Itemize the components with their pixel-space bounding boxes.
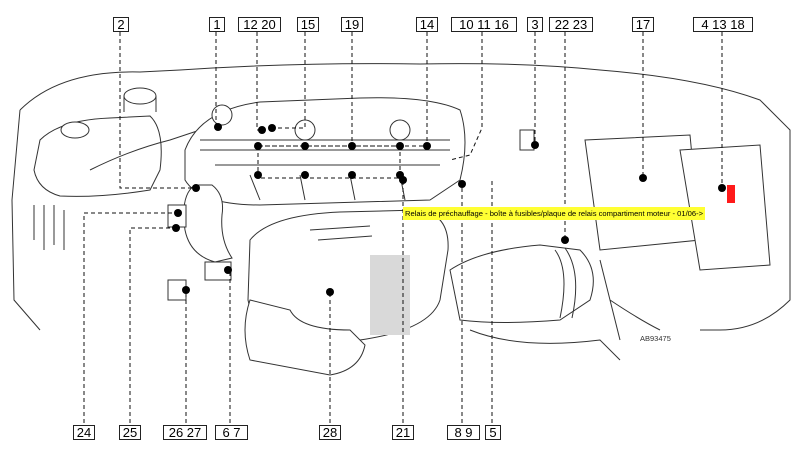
callout-22-23[interactable]: 22 23: [549, 17, 593, 32]
callout-24[interactable]: 24: [73, 425, 95, 440]
leader-15: [272, 32, 306, 129]
callout-26-27[interactable]: 26 27: [163, 425, 207, 440]
callout-19[interactable]: 19: [341, 17, 363, 32]
callout-8-9[interactable]: 8 9: [447, 425, 480, 440]
coolant-reservoir: [33, 115, 162, 197]
callout-dots: [172, 123, 726, 296]
leader-24: [83, 212, 178, 423]
callout-10-11-16[interactable]: 10 11 16: [451, 17, 517, 32]
hood-outline: [19, 63, 791, 331]
callout-5[interactable]: 5: [485, 425, 501, 440]
callout-1[interactable]: 1: [209, 17, 225, 32]
leader-25: [129, 227, 176, 423]
callout-12-20[interactable]: 12 20: [238, 17, 281, 32]
callout-4-13-18[interactable]: 4 13 18: [693, 17, 753, 32]
leader-2: [119, 32, 196, 189]
fuse-box: [679, 144, 771, 271]
callout-6-7[interactable]: 6 7: [215, 425, 248, 440]
air-hose: [449, 244, 594, 323]
highlight-marker: [727, 185, 735, 203]
callout-15[interactable]: 15: [297, 17, 319, 32]
callout-14[interactable]: 14: [416, 17, 438, 32]
callout-17[interactable]: 17: [632, 17, 654, 32]
figure-code: AB93475: [640, 334, 671, 343]
callout-25[interactable]: 25: [119, 425, 141, 440]
callout-21[interactable]: 21: [392, 425, 414, 440]
callout-3[interactable]: 3: [527, 17, 543, 32]
component-tooltip: Relais de préchauffage - boîte à fusible…: [403, 207, 706, 220]
callout-28[interactable]: 28: [319, 425, 341, 440]
lower-hose: [244, 299, 366, 376]
leader-10-11-16: [449, 32, 483, 161]
callout-2[interactable]: 2: [113, 17, 129, 32]
